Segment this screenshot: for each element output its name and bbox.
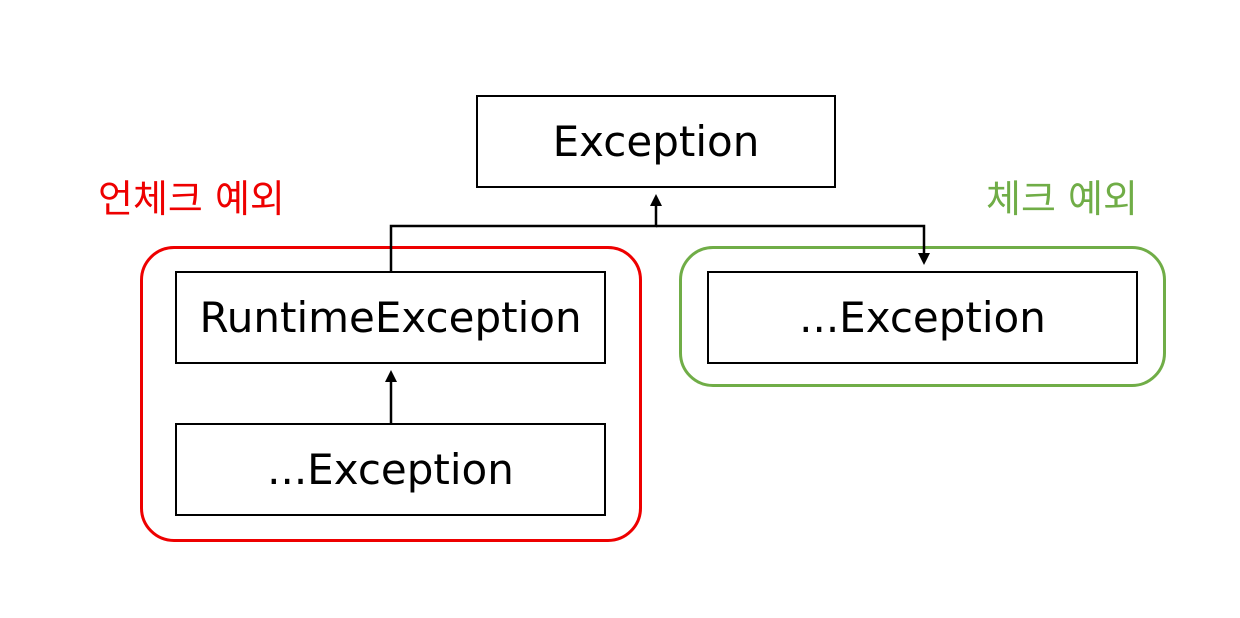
- unchecked-sub-exception-label: ...Exception: [267, 445, 514, 494]
- checked-sub-exception-label: ...Exception: [799, 293, 1046, 342]
- checked-exception-label: 체크 예외: [986, 177, 1138, 221]
- runtime-exception-node-label: RuntimeException: [199, 293, 582, 342]
- checked-exception-group: [679, 246, 1166, 387]
- exception-node: Exception: [476, 95, 836, 188]
- checked-sub-exception-node: ...Exception: [707, 271, 1138, 364]
- runtime-to-exception-connector: [389, 194, 662, 271]
- exception-node-label: Exception: [552, 117, 760, 166]
- unchecked-sub-exception-node: ...Exception: [175, 423, 606, 516]
- exception-to-checked-connector: [656, 224, 930, 265]
- runtime-exception-node: RuntimeException: [175, 271, 606, 364]
- unchecked-exception-label: 언체크 예외: [98, 177, 285, 221]
